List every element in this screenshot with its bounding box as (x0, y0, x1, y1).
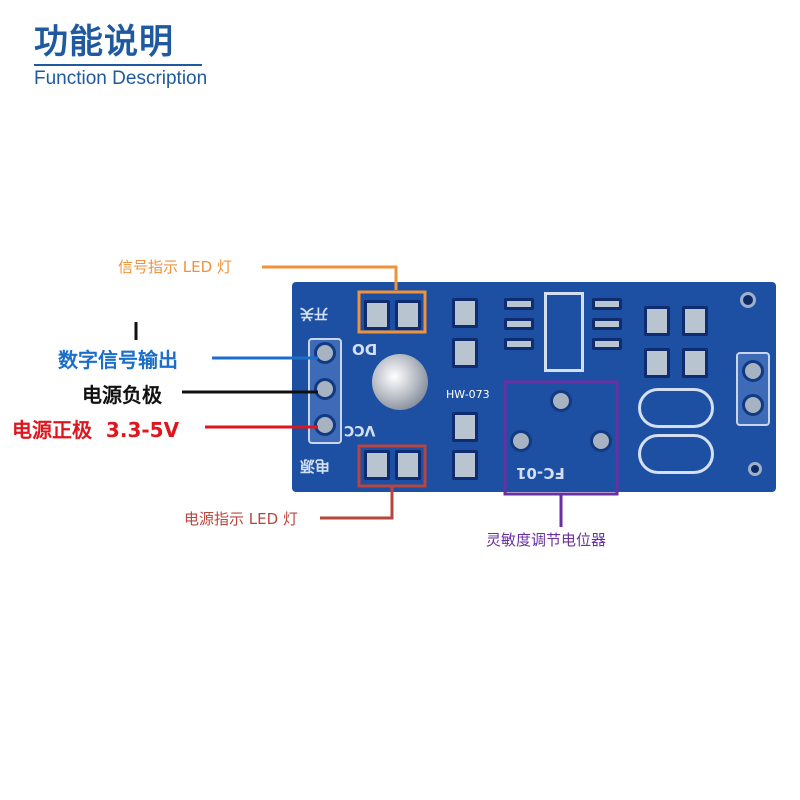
pot-highlight-box (505, 382, 617, 494)
power-negative-label: 电源负极 (82, 379, 162, 408)
pot-label: 灵敏度调节电位器 (486, 529, 606, 550)
signal-led-callout-line (262, 267, 396, 290)
power-led-highlight-box (359, 446, 425, 486)
power-led-callout-line (320, 486, 392, 518)
signal-led-highlight-box (359, 292, 425, 332)
digital-out-label: 数字信号输出 (58, 344, 178, 373)
power-positive-label: 电源正极 3.3-5V (12, 414, 179, 443)
power-led-label: 电源指示 LED 灯 (184, 508, 298, 529)
signal-led-label: 信号指示 LED 灯 (118, 256, 232, 277)
